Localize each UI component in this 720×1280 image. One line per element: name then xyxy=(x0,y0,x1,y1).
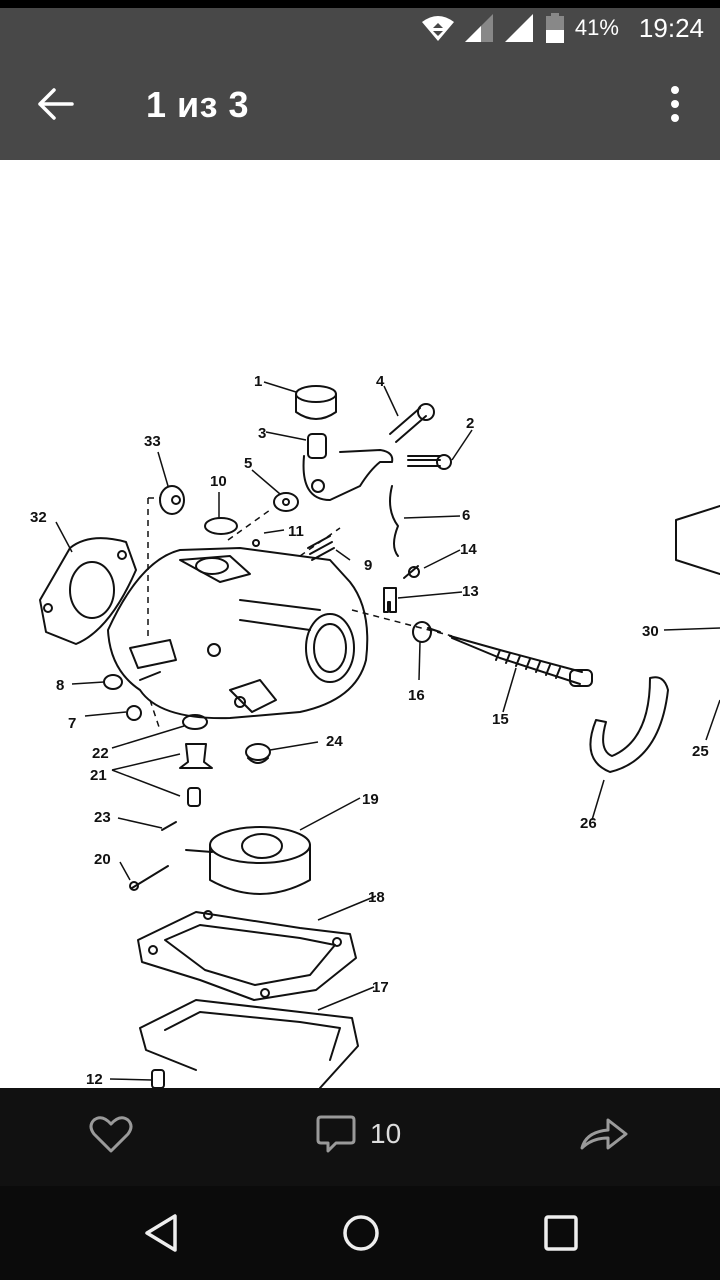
callout-18: 18 xyxy=(368,889,385,906)
back-button[interactable] xyxy=(30,82,80,126)
more-options-button[interactable] xyxy=(660,78,690,132)
like-button[interactable] xyxy=(88,1106,134,1162)
comment-bubble-icon xyxy=(316,1115,356,1153)
callout-24: 24 xyxy=(326,733,343,750)
callout-9: 9 xyxy=(364,557,372,574)
nav-back-button[interactable] xyxy=(138,1208,188,1258)
callout-1: 1 xyxy=(254,373,262,390)
callout-10: 10 xyxy=(210,473,227,490)
nav-recents-button[interactable] xyxy=(536,1208,586,1258)
nav-back-triangle-icon xyxy=(145,1214,177,1252)
clock: 19:24 xyxy=(638,12,704,43)
arrow-left-icon xyxy=(38,88,74,120)
callout-17: 17 xyxy=(372,979,389,996)
system-nav-bar xyxy=(0,1186,720,1280)
heart-outline-icon xyxy=(89,1116,133,1153)
callout-15: 15 xyxy=(492,711,509,728)
comments-button[interactable]: 10 xyxy=(316,1106,401,1162)
callout-7: 7 xyxy=(68,715,76,732)
more-vert-icon xyxy=(671,86,679,122)
top-strip xyxy=(0,0,720,8)
callout-3: 3 xyxy=(258,425,266,442)
callout-26: 26 xyxy=(580,815,597,832)
signal-sim1-icon xyxy=(464,14,493,42)
callout-23: 23 xyxy=(94,809,111,826)
callout-12: 12 xyxy=(86,1071,103,1088)
callout-33: 33 xyxy=(144,433,161,450)
callout-19: 19 xyxy=(362,791,379,808)
callout-16: 16 xyxy=(408,687,425,704)
action-bar: 10 xyxy=(0,1088,720,1186)
comment-count: 10 xyxy=(370,1118,402,1149)
callout-5: 5 xyxy=(244,455,252,472)
nav-home-circle-icon xyxy=(343,1215,379,1251)
wifi-data-icon xyxy=(421,16,454,41)
status-bar: 41% 19:24 xyxy=(0,8,720,48)
battery-percent: 41% xyxy=(574,15,619,40)
callout-14: 14 xyxy=(460,541,477,558)
nav-recents-square-icon xyxy=(544,1215,578,1251)
page-counter-title: 1 из 3 xyxy=(146,84,250,125)
callout-4: 4 xyxy=(376,373,385,390)
app-bar: 1 из 3 xyxy=(0,48,720,160)
callout-21: 21 xyxy=(90,767,107,784)
callout-22: 22 xyxy=(92,745,109,762)
callout-32: 32 xyxy=(30,509,47,526)
callout-8: 8 xyxy=(56,677,64,694)
callout-25: 25 xyxy=(692,743,709,760)
callout-11: 11 xyxy=(288,523,304,540)
battery-icon xyxy=(545,13,564,43)
callout-13: 13 xyxy=(462,583,479,600)
share-button[interactable] xyxy=(580,1106,628,1162)
share-arrow-icon xyxy=(580,1118,628,1150)
callout-30: 30 xyxy=(642,623,659,640)
callout-6: 6 xyxy=(462,507,470,524)
image-viewer[interactable]: 1 2 3 4 5 6 7 8 9 10 11 12 13 14 15 16 1… xyxy=(0,160,720,1088)
carburetor-parts-diagram: 1 2 3 4 5 6 7 8 9 10 11 12 13 14 15 16 1… xyxy=(30,373,720,1088)
callout-2: 2 xyxy=(466,415,474,432)
nav-home-button[interactable] xyxy=(336,1208,386,1258)
signal-sim2-icon xyxy=(504,14,533,42)
callout-20: 20 xyxy=(94,851,111,868)
